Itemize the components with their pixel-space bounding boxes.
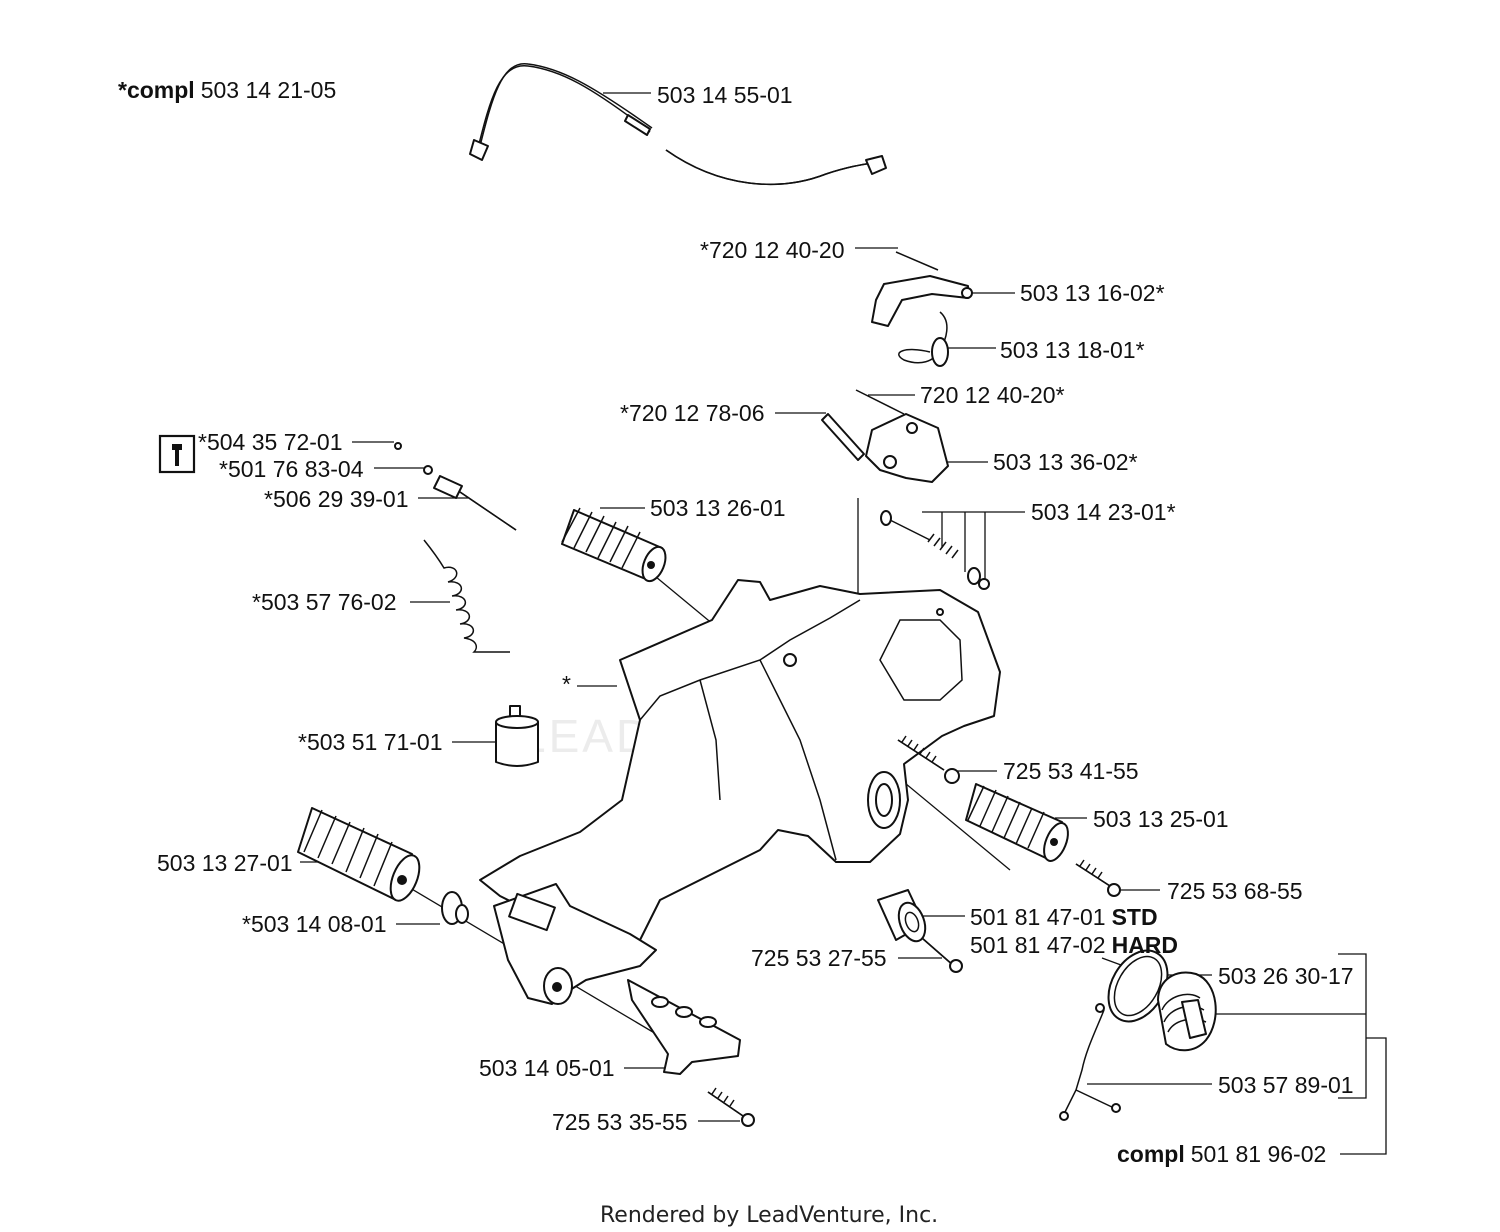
label-503-14-55-01: 503 14 55-01	[657, 82, 793, 108]
rubber-buffer-503-13-27-01	[297, 807, 421, 902]
label-503-26-30-17: 503 26 30-17	[1218, 963, 1354, 989]
label-501-76-83-04: *501 76 83-04	[219, 456, 364, 482]
fuel-cap-assembly	[1107, 949, 1217, 1052]
washer-503-14-08-01	[441, 891, 469, 925]
label-720-12-40-20-a: *720 12 40-20	[700, 237, 845, 263]
label-504-35-72-01: *504 35 72-01	[198, 429, 343, 455]
rear-handle-body	[479, 579, 1001, 1005]
label-503-57-89-01: 503 57 89-01	[1218, 1072, 1354, 1098]
label-star: *	[562, 671, 571, 697]
label-503-51-71-01: *503 51 71-01	[298, 729, 443, 755]
label-503-57-76-02: *503 57 76-02	[252, 589, 397, 615]
label-503-13-25-01: 503 13 25-01	[1093, 806, 1229, 832]
buffer-501-81-47	[877, 889, 927, 943]
label-720-12-78-06: *720 12 78-06	[620, 400, 765, 426]
label-506-29-39-01: *506 29 39-01	[264, 486, 409, 512]
screw-725-53-41-55	[897, 735, 960, 784]
bottom-plate-503-14-05-01	[627, 979, 741, 1075]
throttle-cable	[469, 63, 887, 186]
screw-725-53-27-55	[921, 937, 963, 973]
throttle-trigger	[871, 251, 973, 327]
fuel-filter	[495, 705, 539, 767]
rendered-by-footer: Rendered by LeadVenture, Inc.	[600, 1203, 938, 1228]
trigger-spring	[898, 311, 949, 367]
rubber-buffer-503-13-26-01	[561, 507, 667, 583]
screw-725-53-68-55	[1075, 859, 1121, 897]
label-503-13-18-01: 503 13 18-01*	[1000, 337, 1145, 363]
label-503-14-05-01: 503 14 05-01	[479, 1055, 615, 1081]
label-503-14-08-01: *503 14 08-01	[242, 911, 387, 937]
label-725-53-35-55: 725 53 35-55	[552, 1109, 688, 1135]
wrench-icon	[158, 434, 196, 474]
throttle-lock-housing	[821, 389, 949, 483]
fuel-hose-coil	[423, 539, 510, 653]
label-503-13-16-02: 503 13 16-02*	[1020, 280, 1165, 306]
label-720-12-40-20-b: 720 12 40-20*	[920, 382, 1065, 408]
label-503-13-26-01: 503 13 26-01	[650, 495, 786, 521]
spring-assembly-503-14-23-01	[880, 510, 990, 590]
label-725-53-68-55: 725 53 68-55	[1167, 878, 1303, 904]
cap-strap-503-57-89-01	[1059, 1003, 1121, 1121]
fuel-pickup-parts	[394, 442, 517, 531]
label-503-13-36-02: 503 13 36-02*	[993, 449, 1138, 475]
label-725-53-41-55: 725 53 41-55	[1003, 758, 1139, 784]
label-503-13-27-01: 503 13 27-01	[157, 850, 293, 876]
label-725-53-27-55: 725 53 27-55	[751, 945, 887, 971]
label-503-14-23-01: 503 14 23-01*	[1031, 499, 1176, 525]
rubber-buffer-503-13-25-01	[965, 783, 1069, 862]
screw-725-53-35-55	[707, 1087, 755, 1127]
